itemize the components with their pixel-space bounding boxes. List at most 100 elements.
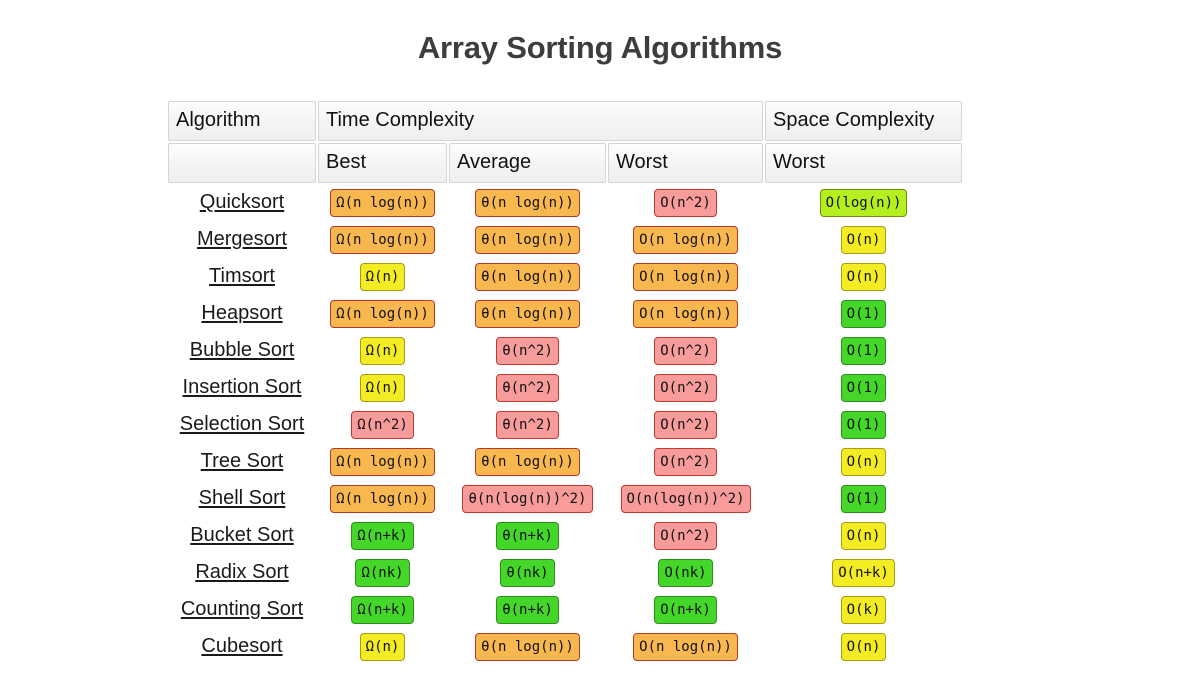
space-cell: O(1) (765, 296, 962, 331)
best-cell: Ω(n+k) (318, 592, 447, 627)
best-cell: Ω(n log(n)) (318, 481, 447, 516)
algorithm-cell: Cubesort (168, 629, 316, 664)
average-cell: θ(nk) (449, 555, 606, 590)
algorithm-link[interactable]: Tree Sort (200, 450, 284, 472)
complexity-badge: O(n) (840, 632, 887, 661)
complexity-badge: Ω(n log(n)) (330, 188, 435, 217)
best-cell: Ω(n log(n)) (318, 444, 447, 479)
complexity-badge: O(n^2) (654, 447, 717, 476)
complexity-badge: O(n^2) (654, 373, 717, 402)
average-cell: θ(n log(n)) (449, 444, 606, 479)
algorithm-cell: Timsort (168, 259, 316, 294)
worst-cell: O(n log(n)) (608, 296, 763, 331)
worst-cell: O(n log(n)) (608, 259, 763, 294)
space-cell: O(1) (765, 481, 962, 516)
algorithm-link[interactable]: Quicksort (199, 191, 285, 213)
complexity-badge: Ω(n^2) (351, 410, 414, 439)
average-cell: θ(n^2) (449, 333, 606, 368)
space-cell: O(1) (765, 333, 962, 368)
algorithm-link[interactable]: Timsort (209, 265, 275, 287)
space-cell: O(1) (765, 370, 962, 405)
algorithm-link[interactable]: Cubesort (201, 635, 283, 657)
algorithm-link[interactable]: Shell Sort (198, 487, 286, 509)
table-row: Heapsort Ω(n log(n)) θ(n log(n))O(n log(n)… (168, 296, 962, 331)
complexity-badge: θ(n log(n)) (475, 447, 580, 476)
algorithm-cell: Counting Sort (168, 592, 316, 627)
average-cell: θ(n+k) (449, 518, 606, 553)
table-row: Shell Sort Ω(n log(n))θ(n(log(n))^2) O(n(l… (168, 481, 962, 516)
complexity-badge: θ(n log(n)) (475, 262, 580, 291)
space-cell: O(n+k) (765, 555, 962, 590)
complexity-badge: θ(n^2) (496, 336, 559, 365)
space-cell: O(k) (765, 592, 962, 627)
subheader-blank (168, 143, 316, 183)
space-cell: O(n) (765, 444, 962, 479)
space-cell: O(1) (765, 407, 962, 442)
complexity-badge: Ω(n log(n)) (330, 447, 435, 476)
algorithm-link[interactable]: Counting Sort (180, 598, 304, 620)
best-cell: Ω(n) (318, 629, 447, 664)
complexity-badge: O(n^2) (654, 410, 717, 439)
complexity-badge: O(n(log(n))^2) (620, 484, 751, 513)
complexity-badge: Ω(n+k) (351, 595, 414, 624)
algorithm-link[interactable]: Bubble Sort (189, 339, 295, 361)
complexity-badge: θ(n log(n)) (475, 225, 580, 254)
table-row: Mergesort Ω(n log(n)) θ(n log(n)) O(n log(n… (168, 222, 962, 257)
worst-cell: O(n+k) (608, 592, 763, 627)
worst-cell: O(n^2) (608, 444, 763, 479)
algorithm-cell: Bucket Sort (168, 518, 316, 553)
average-cell: θ(n(log(n))^2) (449, 481, 606, 516)
complexity-badge: O(1) (840, 484, 887, 513)
space-cell: O(n) (765, 518, 962, 553)
subheader-average: Average (449, 143, 606, 183)
algorithm-cell: Bubble Sort (168, 333, 316, 368)
complexity-badge: θ(n log(n)) (475, 188, 580, 217)
table-row: Quicksort Ω(n log(n)) θ(n log(n)) O(n^2)O(l… (168, 185, 962, 220)
header-time-complexity: Time Complexity (318, 101, 764, 141)
algorithm-cell: Mergesort (168, 222, 316, 257)
complexity-badge: Ω(nk) (355, 558, 410, 587)
complexity-badge: O(n+k) (832, 558, 895, 587)
complexity-badge: Ω(n) (359, 632, 406, 661)
best-cell: Ω(n^2) (318, 407, 447, 442)
algorithm-link[interactable]: Selection Sort (179, 413, 305, 435)
algorithm-link[interactable]: Bucket Sort (190, 524, 294, 546)
best-cell: Ω(nk) (318, 555, 447, 590)
best-cell: Ω(n log(n)) (318, 222, 447, 257)
complexity-badge: θ(n+k) (496, 521, 559, 550)
algorithm-link[interactable]: Heapsort (201, 302, 283, 324)
complexity-badge: Ω(n) (359, 262, 406, 291)
complexity-badge: O(n log(n)) (633, 225, 738, 254)
table-row: Cubesort Ω(n) θ(n log(n)) O(n log(n)) O(n) (168, 629, 962, 664)
complexity-badge: Ω(n log(n)) (330, 299, 435, 328)
header-space-complexity: Space Complexity (765, 101, 963, 141)
algorithm-cell: Shell Sort (168, 481, 316, 516)
space-cell: O(log(n)) (765, 185, 962, 220)
average-cell: θ(n log(n)) (449, 296, 606, 331)
worst-cell: O(n(log(n))^2) (608, 481, 763, 516)
subheader-time-worst: Worst (608, 143, 764, 183)
worst-cell: O(n^2) (608, 185, 763, 220)
algorithm-link[interactable]: Insertion Sort (182, 376, 302, 398)
complexity-badge: θ(n log(n)) (475, 632, 580, 661)
complexity-badge: O(n log(n)) (633, 632, 738, 661)
best-cell: Ω(n+k) (318, 518, 447, 553)
algorithm-link[interactable]: Radix Sort (195, 561, 289, 583)
best-cell: Ω(n) (318, 259, 447, 294)
sorting-algorithms-table: Algorithm Time Complexity Space Complexi… (166, 99, 964, 666)
complexity-badge: O(n^2) (654, 336, 717, 365)
algorithm-cell: Selection Sort (168, 407, 316, 442)
best-cell: Ω(n log(n)) (318, 296, 447, 331)
algorithm-link[interactable]: Mergesort (196, 228, 288, 250)
algorithm-cell: Heapsort (168, 296, 316, 331)
header-row-subheaders: Best Average Worst Worst (168, 143, 963, 183)
complexity-badge: θ(n^2) (496, 373, 559, 402)
